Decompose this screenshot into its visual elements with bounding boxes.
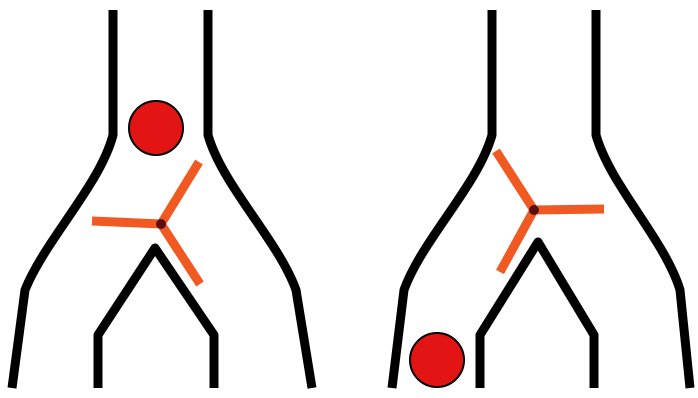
flipper-arm-upper — [161, 162, 199, 224]
flipper-hub — [156, 219, 166, 229]
flipper-arm-horizontal — [534, 209, 604, 210]
flipper-hub — [529, 205, 539, 215]
ball-right — [410, 333, 464, 387]
left-panel-outer-right-wall — [208, 10, 312, 388]
right-panel-divider-wedge — [480, 242, 594, 388]
left-panel-divider-wedge — [98, 248, 214, 388]
panel-left — [12, 10, 312, 388]
right-panel-outer-right-wall — [596, 10, 690, 388]
flipper-arm-lower — [161, 224, 200, 284]
ball-left — [129, 101, 183, 155]
right-panel-outer-left-wall — [392, 10, 492, 388]
panel-right — [392, 10, 690, 388]
flipper-arm-upper — [496, 151, 534, 210]
flipper-arm-horizontal — [92, 221, 161, 224]
